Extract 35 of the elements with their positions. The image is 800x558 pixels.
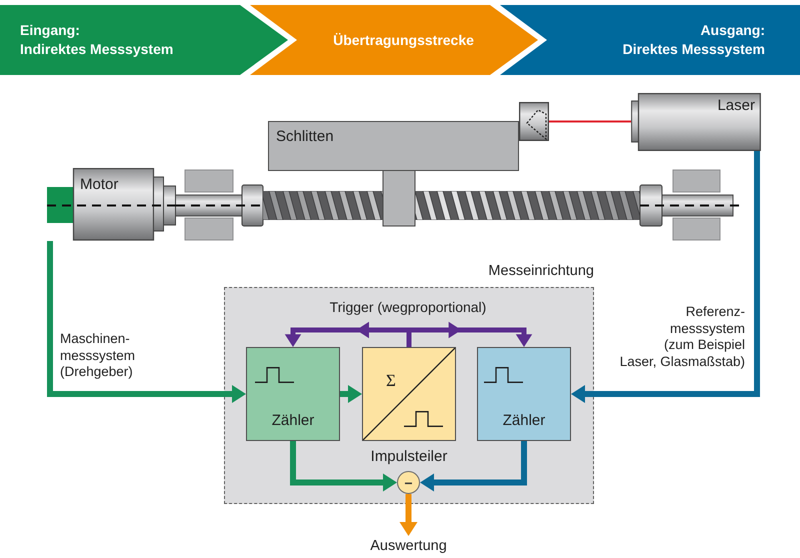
counter-box — [477, 347, 571, 441]
step-heading: Ausgang: — [700, 21, 765, 40]
arrow — [409, 322, 532, 347]
laser-unit-drawing — [631, 93, 761, 151]
output-label: Auswertung — [368, 536, 449, 556]
arrow — [571, 151, 760, 403]
electric-motor-drawing — [47, 168, 176, 241]
group-title: Messeinrichtung — [488, 262, 594, 280]
signal-label: Trigger (wegproportional) — [330, 298, 486, 316]
arrow — [340, 385, 362, 403]
node-label: Zähler — [272, 412, 314, 430]
laser-beam — [549, 120, 631, 122]
node-label: Motor — [80, 176, 118, 194]
step-heading: Eingang: — [20, 21, 80, 40]
step-title: Übertragungsstrecke — [333, 30, 474, 50]
arrow — [420, 441, 527, 492]
arrow — [284, 322, 409, 347]
arrow — [400, 494, 418, 536]
reflector-drawing — [519, 102, 549, 141]
edge-label: Maschinen- messsystem (Drehgeber) — [60, 331, 136, 380]
step-title: Direktes Messsystem — [622, 40, 765, 59]
pulse-divider-box — [362, 347, 456, 441]
arrow — [290, 441, 397, 492]
edge-label: Referenz- messsystem (zum Beispiel Laser, Glasmaßstab) — [620, 304, 745, 370]
node-label: Zähler — [502, 412, 546, 430]
operator-sign: − — [404, 476, 413, 490]
sigma-symbol: Σ — [386, 372, 396, 390]
carriage-block — [268, 121, 519, 171]
connector-line — [406, 330, 412, 347]
counter-box — [246, 347, 340, 441]
step-title: Indirektes Messsystem — [20, 40, 174, 59]
arrow — [47, 241, 246, 403]
node-caption: Impulsteiler — [370, 448, 448, 466]
node-label: Laser — [717, 97, 755, 115]
node-label: Schlitten — [276, 128, 334, 146]
